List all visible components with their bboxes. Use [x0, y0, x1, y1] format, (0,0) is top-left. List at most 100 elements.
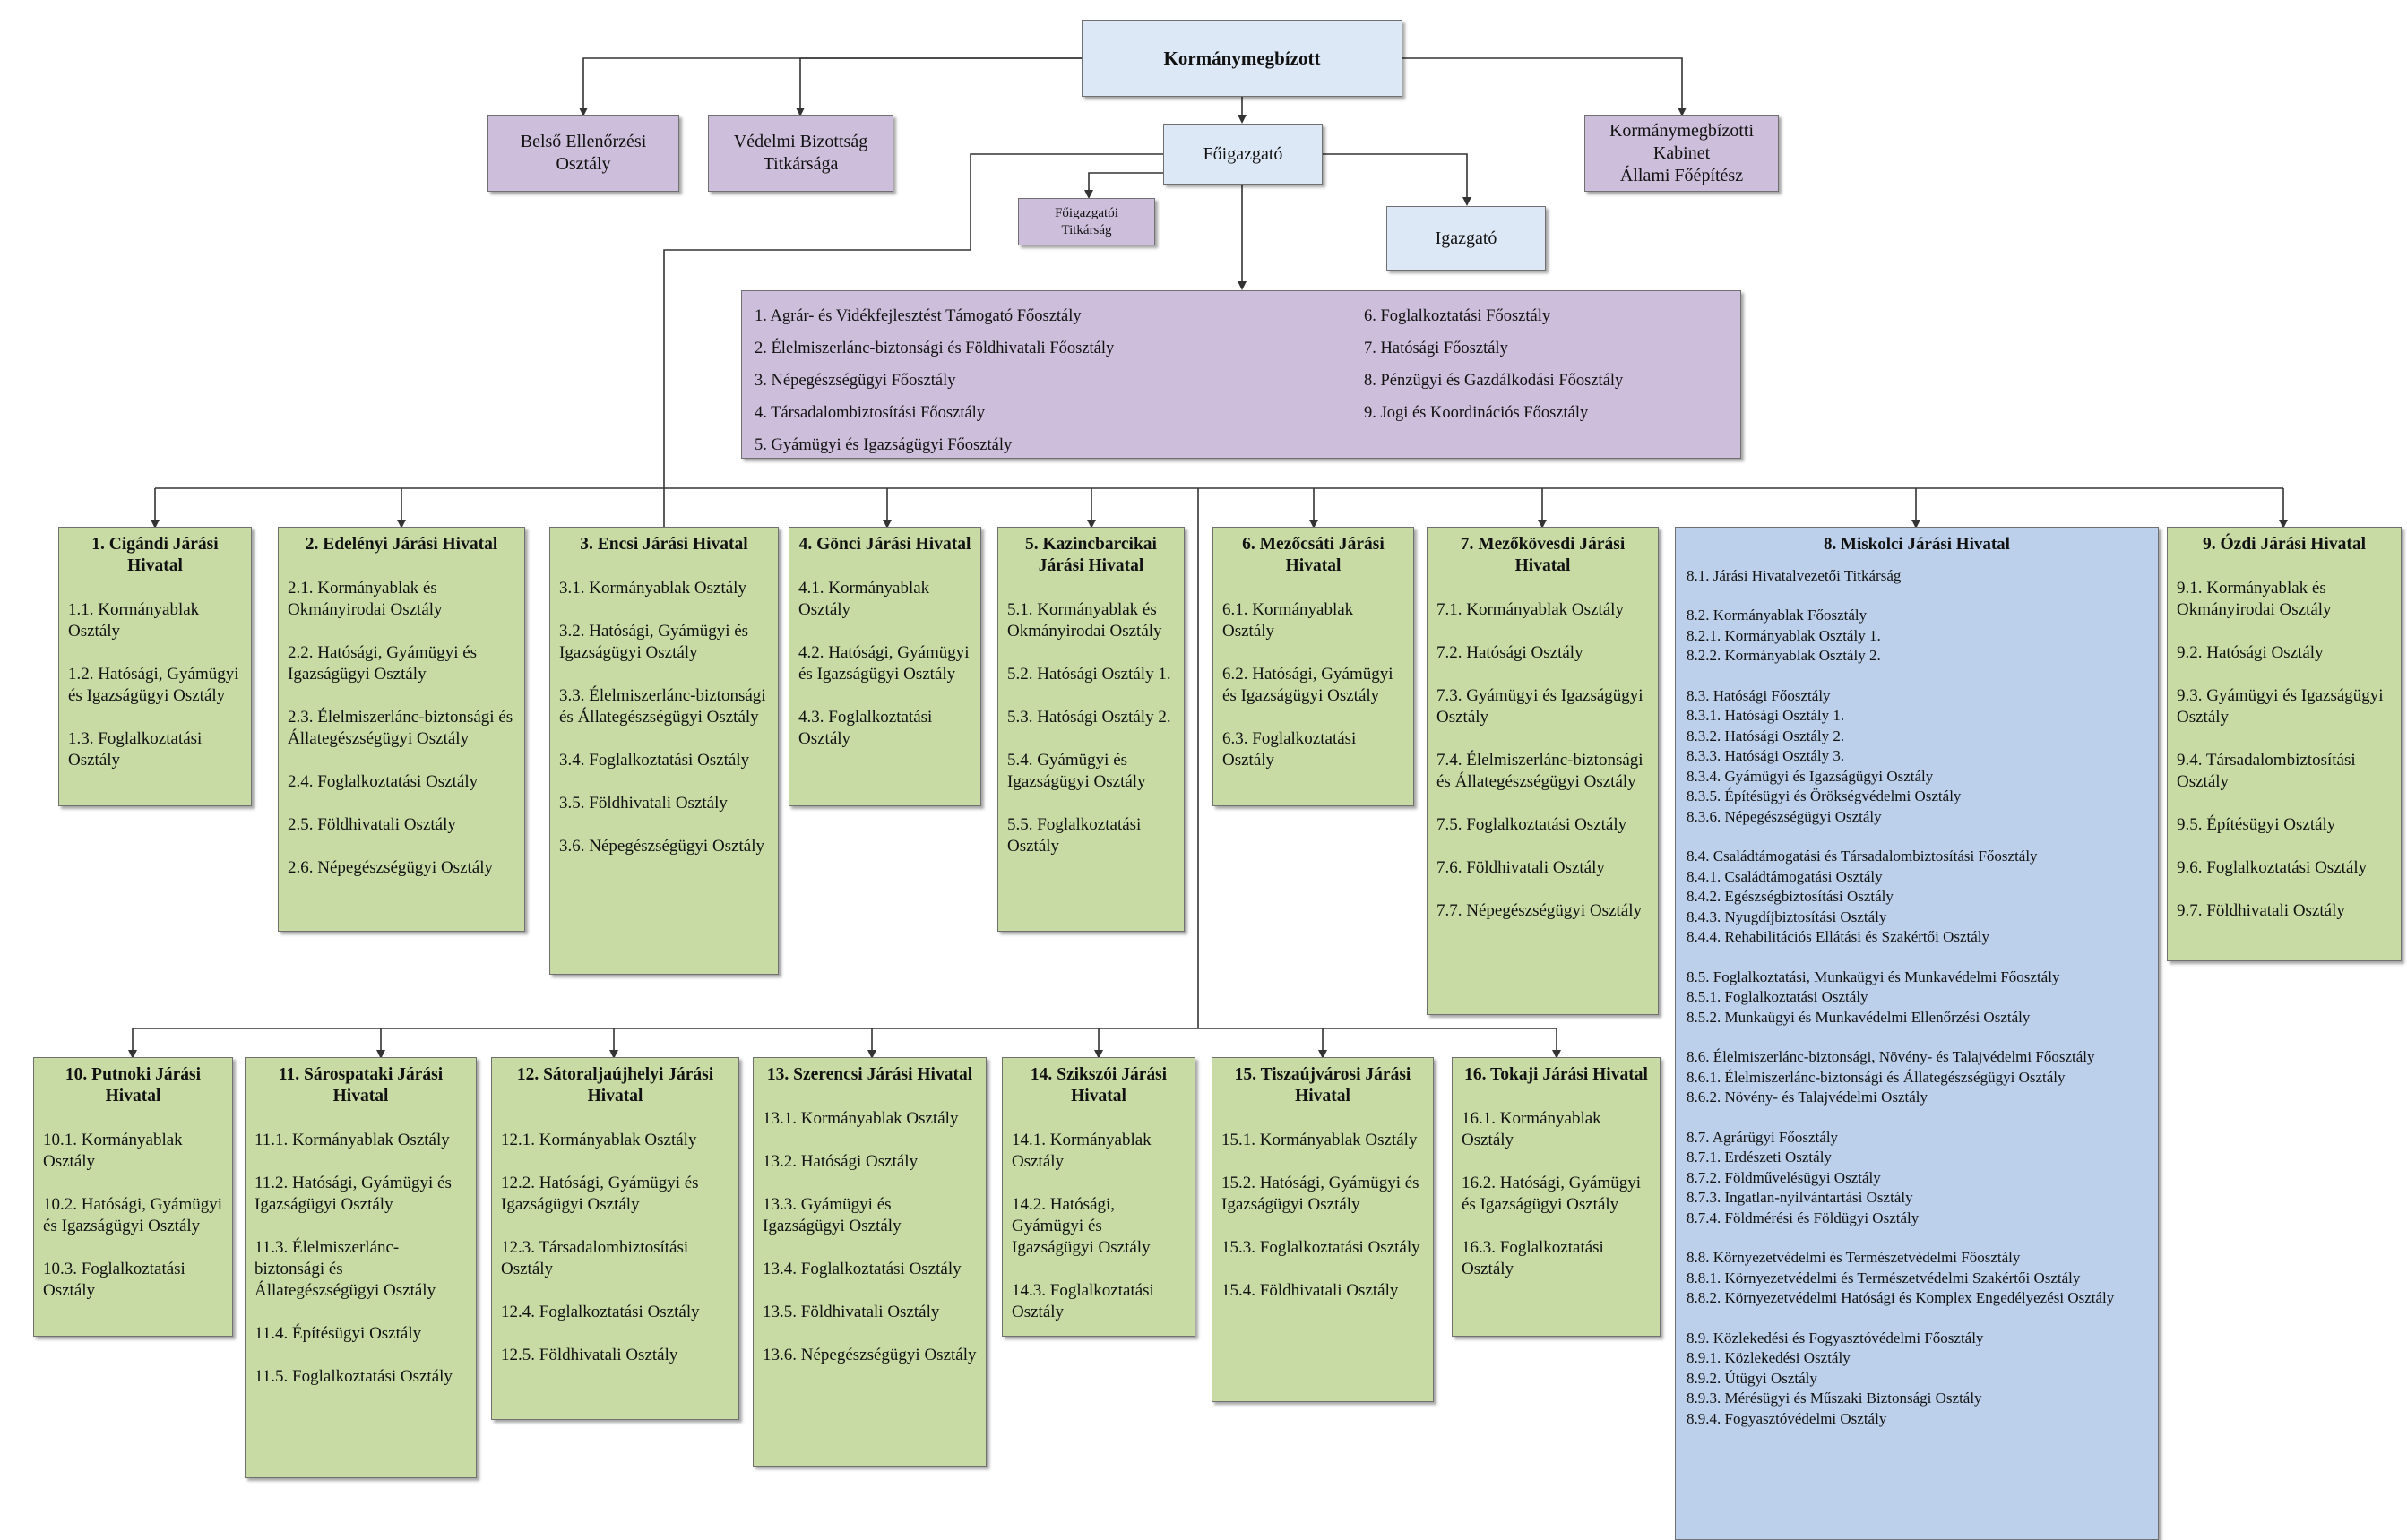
office-item: 2.1. Kormányablak és Okmányirodai Osztál…: [288, 579, 443, 619]
office-item: 9.3. Gyámügyi és Igazságügyi Osztály: [2177, 686, 2384, 727]
miskolc-section: 8.9. Közlekedési és Fogyasztóvédelmi Főo…: [1687, 1329, 2147, 1430]
office-item: 6.3. Foglalkoztatási Osztály: [1222, 729, 1357, 770]
office-item: 3.1. Kormányablak Osztály: [559, 579, 746, 598]
office-item: 14.1. Kormányablak Osztály: [1012, 1131, 1152, 1171]
office-item: 13.4. Foglalkoztatási Osztály: [763, 1260, 962, 1278]
office-item: 3.2. Hatósági, Gyámügyi és Igazságügyi O…: [559, 622, 749, 662]
miskolc-unit: 8.3.4. Gyámügyi és Igazságügyi Osztály: [1687, 767, 1934, 785]
foosztalyok-right-column: 6. Foglalkoztatási Főosztály 7. Hatósági…: [1364, 300, 1728, 461]
office-title: 3. Encsi Járási Hivatal: [580, 535, 748, 554]
office-item: 2.3. Élelmiszerlánc-biztonsági és Állate…: [288, 708, 513, 748]
igazgato-label: Igazgató: [1435, 228, 1497, 248]
office-item: 1.1. Kormányablak Osztály: [68, 600, 200, 641]
kabinet-label-3: Állami Főépítész: [1619, 165, 1744, 185]
miskolc-unit: 8.9.1. Közlekedési Osztály: [1687, 1349, 1851, 1366]
miskolc-unit: 8.3.6. Népegészségügyi Osztály: [1687, 807, 1882, 825]
miskolc-unit: 8.8.1. Környezetvédelmi és Természetvéde…: [1687, 1269, 2081, 1286]
office-title: 12. Sátoraljaújhelyi Járási Hivatal: [516, 1065, 714, 1106]
miskolc-section-heading: 8.9. Közlekedési és Fogyasztóvédelmi Főo…: [1687, 1329, 1984, 1346]
office-title: 8. Miskolci Járási Hivatal: [1824, 535, 2010, 554]
vedelmi-label-1: Védelmi Bizottság: [733, 132, 868, 151]
office-item: 2.4. Foglalkoztatási Osztály: [288, 772, 479, 791]
office-item: 11.5. Foglalkoztatási Osztály: [255, 1367, 453, 1386]
office-cigandi: 1. Cigándi Járási Hivatal 1.1. Kormányabl…: [58, 527, 252, 806]
office-item: 9.5. Építésügyi Osztály: [2177, 815, 2336, 834]
office-item: 15.1. Kormányablak Osztály: [1221, 1131, 1418, 1149]
office-item: 4.1. Kormányablak Osztály: [798, 579, 930, 619]
office-item: 6.2. Hatósági, Gyámügyi és Igazságügyi O…: [1222, 665, 1393, 705]
connector-encsi-branch: [663, 153, 1163, 527]
office-item: 15.4. Földhivatali Osztály: [1221, 1281, 1399, 1300]
office-item: 9.7. Földhivatali Osztály: [2177, 901, 2345, 920]
miskolc-section: 8.6. Élelmiszerlánc-biztonsági, Növény- …: [1687, 1047, 2147, 1108]
office-title: 15. Tiszaújvárosi Járási Hivatal: [1234, 1065, 1411, 1106]
office-item: 10.1. Kormányablak Osztály: [43, 1131, 183, 1171]
connector-kabinet: [1402, 57, 1687, 116]
miskolc-section-heading: 8.3. Hatósági Főosztály: [1687, 686, 1831, 704]
office-item: 12.2. Hatósági, Gyámügyi és Igazságügyi …: [501, 1174, 699, 1214]
titkarsag-label-1: Főigazgatói: [1055, 205, 1118, 220]
office-item: 7.5. Foglalkoztatási Osztály: [1436, 815, 1627, 834]
office-title: 16. Tokaji Járási Hivatal: [1464, 1065, 1648, 1084]
miskolc-section-heading: 8.7. Agrárügyi Főosztály: [1687, 1128, 1839, 1146]
office-item: 15.3. Foglalkoztatási Osztály: [1221, 1238, 1420, 1257]
connector-titkarsag: [1084, 172, 1163, 199]
miskolc-unit: 8.4.3. Nyugdíjbiztosítási Osztály: [1687, 908, 1887, 925]
office-item: 9.1. Kormányablak és Okmányirodai Osztál…: [2177, 579, 2332, 619]
foigazgato-label: Főigazgató: [1203, 143, 1283, 164]
office-item: 5.3. Hatósági Osztály 2.: [1007, 708, 1171, 727]
office-item: 2.6. Népegészségügyi Osztály: [288, 858, 493, 877]
kabinet-label-2: Kabinet: [1652, 142, 1711, 163]
office-item: 7.1. Kormányablak Osztály: [1436, 600, 1624, 619]
titkarsag-label-2: Titkárság: [1061, 222, 1112, 237]
office-ozdi: 9. Ózdi Járási Hivatal 9.1. Kormányablak …: [2167, 527, 2402, 961]
office-item: 2.5. Földhivatali Osztály: [288, 815, 456, 834]
miskolc-unit: 8.6.1. Élelmiszerlánc-biztonsági és Álla…: [1687, 1068, 2066, 1086]
office-item: 1.2. Hatósági, Gyámügyi és Igazságügyi O…: [68, 665, 239, 705]
miskolc-section: 8.8. Környezetvédelmi és Természetvédelm…: [1687, 1248, 2147, 1309]
miskolc-unit: 8.9.2. Útügyi Osztály: [1687, 1369, 1817, 1387]
foosztaly-item: 1. Agrár- és Vidékfejlesztést Támogató F…: [755, 307, 1082, 325]
miskolc-unit: 8.5.1. Foglalkoztatási Osztály: [1687, 988, 1868, 1005]
office-title: 4. Gönci Járási Hivatal: [798, 535, 971, 554]
miskolc-unit: 8.7.4. Földmérési és Földügyi Osztály: [1687, 1209, 1920, 1226]
connector-vedelmi: [796, 57, 1082, 116]
office-item: 12.5. Földhivatali Osztály: [501, 1346, 678, 1364]
office-item: 10.2. Hatósági, Gyámügyi és Igazságügyi …: [43, 1195, 223, 1235]
office-item: 7.6. Földhivatali Osztály: [1436, 858, 1605, 877]
miskolc-unit: 8.7.3. Ingatlan-nyilvántartási Osztály: [1687, 1189, 1913, 1206]
miskolc-unit: 8.3.2. Hatósági Osztály 2.: [1687, 727, 1845, 744]
belso-label-1: Belső Ellenőrzési: [520, 132, 647, 151]
office-item: 12.4. Foglalkoztatási Osztály: [501, 1303, 700, 1321]
miskolc-section-heading: 8.2. Kormányablak Főosztály: [1687, 607, 1868, 624]
foosztalyok-left-column: 1. Agrár- és Vidékfejlesztést Támogató F…: [755, 300, 1364, 461]
miskolc-section: 8.1. Járási Hivatalvezetői Titkárság: [1687, 566, 2147, 587]
miskolc-unit: 8.9.3. Mérésügyi és Műszaki Biztonsági O…: [1687, 1389, 1982, 1407]
miskolc-section: 8.5. Foglalkoztatási, Munkaügyi és Munka…: [1687, 968, 2147, 1028]
miskolc-section-heading: 8.6. Élelmiszerlánc-biztonsági, Növény- …: [1687, 1048, 2095, 1065]
foosztalyok-box: 1. Agrár- és Vidékfejlesztést Támogató F…: [741, 290, 1741, 459]
miskolc-unit: 8.6.2. Növény- és Talajvédelmi Osztály: [1687, 1088, 1928, 1106]
office-item: 11.1. Kormányablak Osztály: [255, 1131, 450, 1149]
kabinet-box: Kormánymegbízotti Kabinet Állami Főépíté…: [1584, 115, 1779, 192]
miskolc-unit: 8.7.1. Erdészeti Osztály: [1687, 1149, 1832, 1166]
office-item: 6.1. Kormányablak Osztály: [1222, 600, 1354, 641]
miskolc-unit: 8.2.1. Kormányablak Osztály 1.: [1687, 626, 1881, 644]
office-title: 9. Ózdi Járási Hivatal: [2203, 535, 2366, 554]
connector-igazgato: [1323, 153, 1471, 206]
vedelmi-label-2: Titkársága: [763, 154, 839, 174]
miskolc-unit: 8.4.4. Rehabilitációs Ellátási és Szakér…: [1687, 928, 1990, 945]
office-title: 1. Cigándi Járási Hivatal: [91, 535, 219, 575]
connector-belso: [579, 57, 1082, 116]
foigazgatoi-titkarsag-box: Főigazgatói Titkárság: [1018, 198, 1155, 245]
office-item: 4.3. Foglalkoztatási Osztály: [798, 708, 933, 748]
office-item: 13.2. Hatósági Osztály: [763, 1152, 919, 1171]
office-item: 5.4. Gyámügyi és Igazságügyi Osztály: [1007, 751, 1146, 791]
office-item: 4.2. Hatósági, Gyámügyi és Igazságügyi O…: [798, 643, 970, 684]
